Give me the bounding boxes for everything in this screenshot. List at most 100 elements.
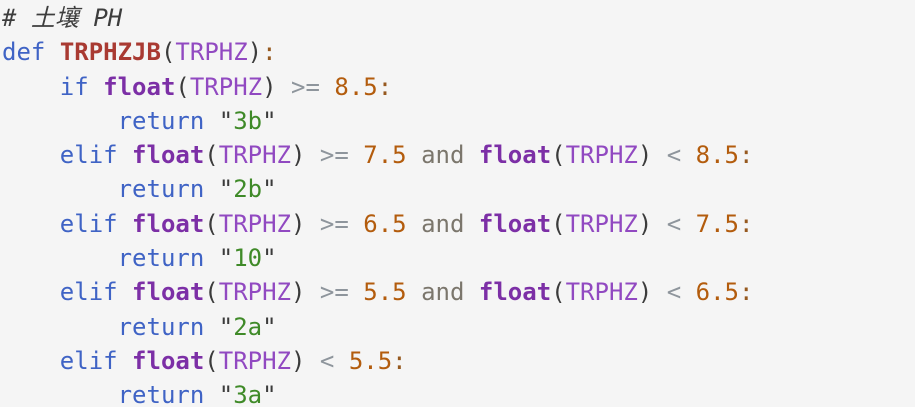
code-token-str: 2a [233,312,263,341]
code-token [204,244,218,272]
code-token-num: 6.5 [363,209,407,238]
code-token [2,347,60,375]
code-token [652,278,666,306]
code-token-str: 3a [233,381,263,407]
code-token-num: 8.5 [695,141,740,170]
code-token [89,73,103,101]
code-token-op: >= [291,72,320,101]
code-token-bi: float [103,72,176,101]
code-token-var: TRPHZ [218,278,291,307]
code-token-num: 5.5 [348,346,393,375]
code-token [118,141,132,169]
code-token [45,38,59,66]
code-line: # 土壤 PH [2,1,915,35]
code-token-pn: " [218,106,234,135]
code-token-pn: ) [291,141,306,170]
code-token-pn: " [262,244,277,273]
code-token-kw: elif [59,346,118,375]
code-token [2,278,60,306]
code-token [2,107,118,135]
code-token-lg: and [421,209,465,238]
code-line: return "2b" [2,172,915,206]
code-token-var: TRPHZ [189,72,263,101]
code-token [652,141,666,169]
code-token-kw: def [2,38,46,67]
code-token-bi: float [132,278,205,307]
code-token [681,210,695,238]
code-token [305,278,319,306]
code-token-pn: ( [204,209,219,238]
code-token-pn: ( [204,141,219,170]
code-token [349,210,363,238]
code-token [407,278,421,306]
code-token-kw: return [117,106,205,135]
code-line: def TRPHZJB(TRPHZ): [2,35,915,69]
code-token-num: 5.5 [363,278,407,307]
code-token-pn: ( [551,141,566,170]
code-token-op: >= [319,209,349,238]
code-token-cl: : [262,38,277,67]
code-token-pn: ) [291,278,306,307]
code-token [305,141,319,169]
code-token-pn: " [218,312,234,341]
code-token-bi: float [132,141,205,170]
code-token-pn: ) [291,346,306,375]
code-token [2,313,118,341]
code-token [2,210,60,238]
code-token-kw: elif [59,209,118,238]
code-token [118,347,132,375]
code-token [464,278,478,306]
code-token [464,141,478,169]
code-token-pn: ) [637,141,653,170]
code-token-pn: ( [160,38,176,67]
code-token-pn: ) [262,72,277,101]
code-token [277,73,291,101]
code-token-com: # 土壤 PH [2,4,123,32]
code-token-kw: return [117,175,205,204]
code-token-cl: : [739,278,754,307]
code-token [204,175,218,203]
code-token-num: 7.5 [695,209,740,238]
code-token [681,141,695,169]
code-line: elif float(TRPHZ) < 5.5: [2,344,915,378]
code-token-bi: float [132,209,205,238]
code-token-str: 3b [233,106,263,135]
code-line: return "3b" [2,104,915,138]
code-token-bi: float [478,278,552,307]
code-token-cl: : [377,72,393,101]
code-token [2,381,118,407]
code-token-str: 2b [233,175,263,204]
code-line: elif float(TRPHZ) >= 6.5 and float(TRPHZ… [2,207,915,241]
code-token-op: < [666,141,682,170]
code-token-var: TRPHZ [218,346,291,375]
code-token-kw: elif [59,141,118,170]
code-line: if float(TRPHZ) >= 8.5: [2,70,915,104]
code-token-pn: ) [637,209,653,238]
code-token [407,141,421,169]
code-token [204,381,218,407]
code-token-pn: " [262,312,277,341]
code-token-num: 6.5 [695,278,740,307]
code-token [349,141,363,169]
code-token-op: < [666,209,682,238]
code-token-kw: if [59,72,89,101]
code-token-pn: ( [551,278,566,307]
code-token-pn: ( [551,209,566,238]
code-token [204,107,218,135]
code-token-bi: float [478,141,552,170]
code-token-var: TRPHZ [218,209,291,238]
code-token-op: < [666,278,682,307]
code-token-var: TRPHZ [175,38,248,67]
code-token-str: 10 [233,244,263,273]
code-token-var: TRPHZ [565,209,638,238]
code-token-op: >= [319,141,349,170]
code-line: return "10" [2,241,915,275]
code-token [2,73,60,101]
code-token [652,210,666,238]
code-token-pn: " [262,175,277,204]
code-token-var: TRPHZ [565,141,638,170]
code-token-var: TRPHZ [218,141,291,170]
code-token-pn: " [262,106,277,135]
code-token-pn: " [218,175,234,204]
